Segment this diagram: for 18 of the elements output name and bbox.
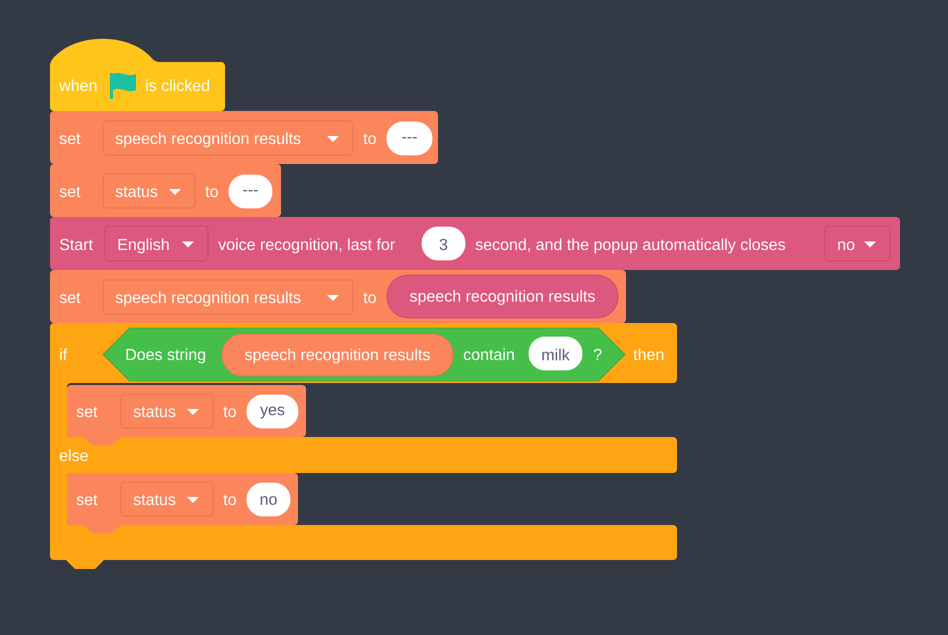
value-field: no [246,482,290,516]
dropdown-menu: status [120,394,214,428]
hat-block: when is clicked [50,38,225,111]
dropdown-menu: speech recognition results [102,120,354,156]
value-field: --- [228,174,272,208]
value-field: --- [386,122,432,156]
dropdown-menu: status [120,482,214,516]
node-label: set [60,186,80,198]
dropdown-menu: speech recognition results [102,280,354,314]
dropdown-menu: status [102,174,196,208]
dropdown-menu: English [104,226,208,262]
dropdown-menu: no [824,226,890,262]
value-field: 3 [422,226,466,260]
node-label: to [205,186,218,198]
reporter-block: speech recognition results [386,274,618,318]
node-label: set [60,134,80,144]
reporter-block: speech recognition results [222,334,454,376]
node-label: to [363,134,376,144]
